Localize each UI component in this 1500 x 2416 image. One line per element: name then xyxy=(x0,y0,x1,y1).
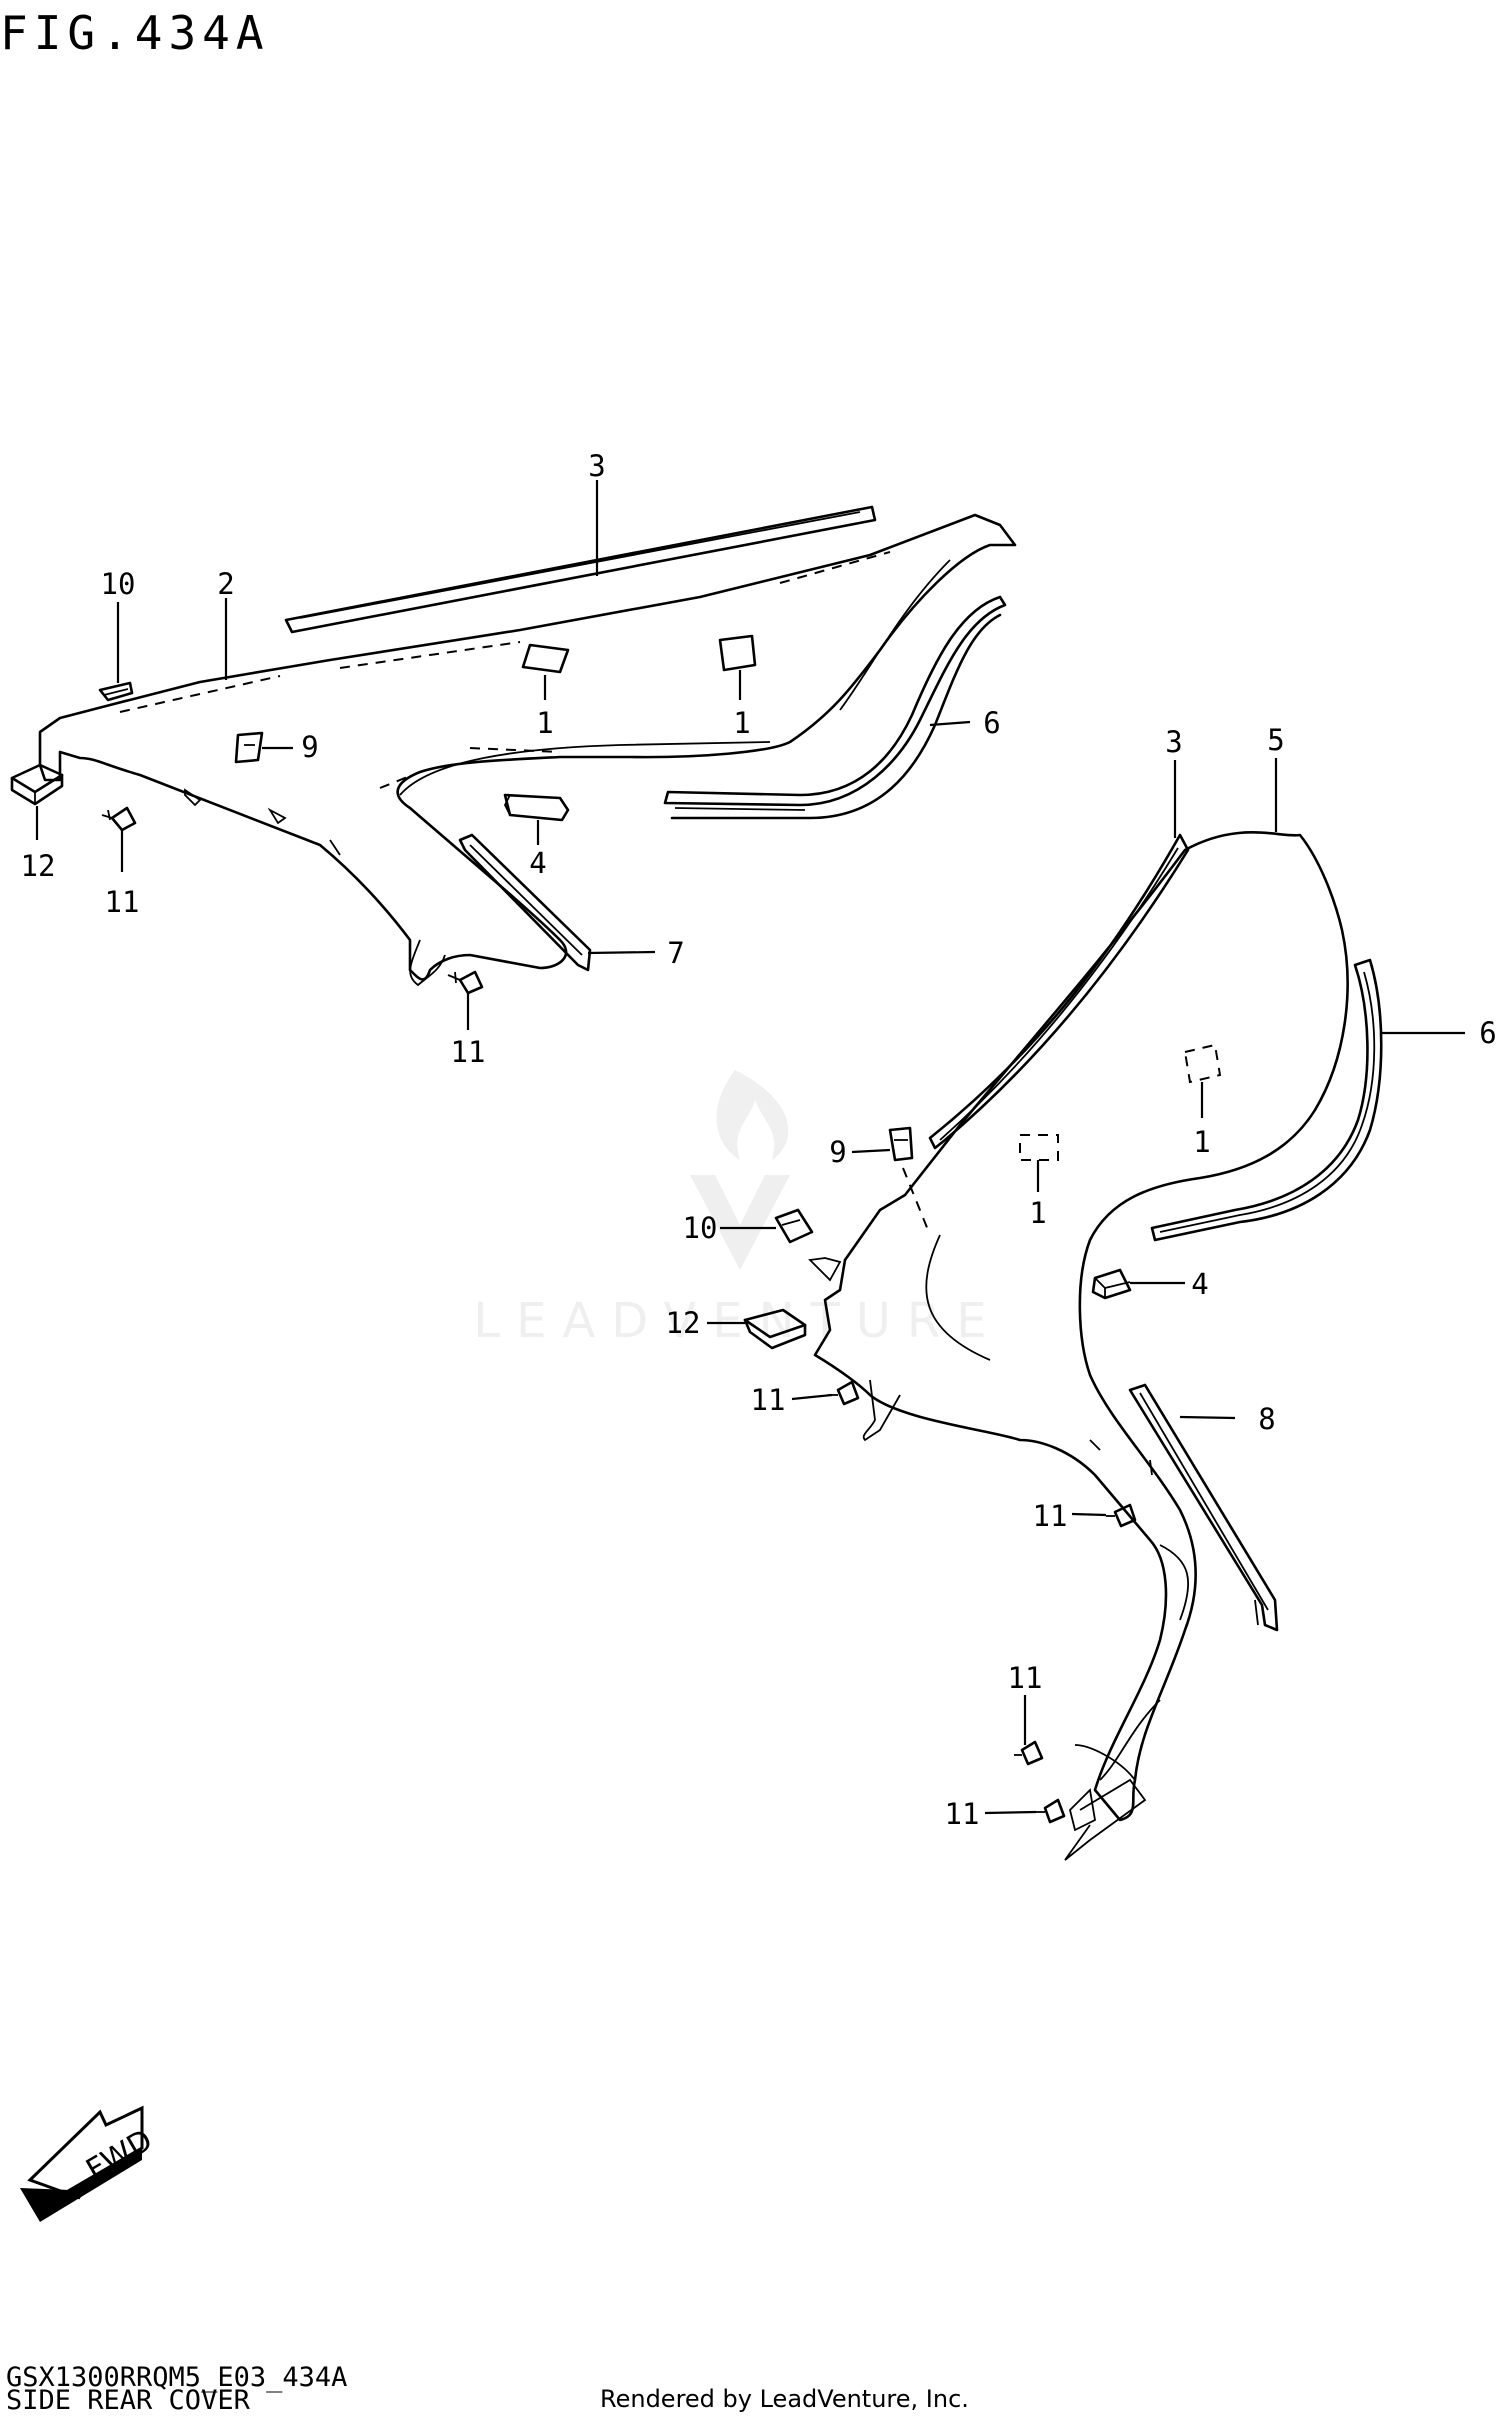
leader-lines-left xyxy=(35,480,971,1030)
trim-strip-7-left xyxy=(458,833,592,972)
callout-7-left: 7 xyxy=(667,936,684,970)
svg-text:LEADVENTURE: LEADVENTURE xyxy=(473,1293,1002,1349)
callout-1a-left: 1 xyxy=(536,706,553,740)
callout-2-left: 2 xyxy=(217,567,234,601)
trim-strip-3-right xyxy=(928,833,1190,1150)
figure-title: FIG.434A xyxy=(0,6,270,60)
callout-1a-right: 1 xyxy=(1193,1125,1210,1159)
nut-10-left xyxy=(98,681,134,702)
callout-4-right: 4 xyxy=(1191,1267,1208,1301)
callout-3-left: 3 xyxy=(588,449,605,483)
callout-6-right: 6 xyxy=(1479,1016,1496,1050)
rubber-block-4-right xyxy=(1091,1268,1132,1300)
callout-4-left: 4 xyxy=(529,846,546,880)
pad-1-left-b xyxy=(718,634,757,672)
rubber-block-4-left xyxy=(503,793,570,822)
callout-9-left: 9 xyxy=(301,730,318,764)
callout-6-left: 6 xyxy=(983,706,1000,740)
screw-11-right-b xyxy=(1106,1503,1137,1528)
callout-8-right: 8 xyxy=(1258,1402,1275,1436)
clip-9-right xyxy=(888,1126,914,1162)
callout-11c-right: 11 xyxy=(1008,1661,1043,1695)
callout-10-left: 10 xyxy=(101,567,136,601)
screw-11-left-b xyxy=(447,970,484,995)
callout-11d-right: 11 xyxy=(945,1797,980,1831)
pad-1-right-b xyxy=(1019,1134,1059,1161)
callout-12-left: 12 xyxy=(21,849,56,883)
clip-9-left xyxy=(234,731,264,764)
callout-1b-left: 1 xyxy=(733,706,750,740)
callout-5-right: 5 xyxy=(1267,723,1284,757)
nut-10-right xyxy=(774,1208,814,1244)
callout-11b-left: 11 xyxy=(451,1035,486,1069)
trim-strip-3-left xyxy=(284,505,877,634)
callout-9-right: 9 xyxy=(829,1135,846,1169)
screw-11-right-c xyxy=(1014,1740,1044,1766)
screw-11-left-a xyxy=(101,806,137,832)
pad-12-left xyxy=(10,763,64,794)
leadventure-watermark: LEADVENTURE xyxy=(473,1070,1002,1349)
molding-6-right xyxy=(1150,958,1383,1242)
screw-11-right-a xyxy=(828,1380,860,1406)
pad-1-right-a xyxy=(1183,1043,1222,1084)
screw-11-right-d xyxy=(1036,1798,1066,1824)
callout-12-right: 12 xyxy=(666,1306,701,1340)
leader-lines-right xyxy=(707,758,1465,1815)
callout-11a-left: 11 xyxy=(105,885,140,919)
molding-6-left xyxy=(663,595,1007,807)
callout-11b-right: 11 xyxy=(1033,1499,1068,1533)
callout-11a-right: 11 xyxy=(751,1383,786,1417)
side-cover-5-right xyxy=(813,831,1349,1822)
callout-3-right: 3 xyxy=(1165,725,1182,759)
part-name: SIDE REAR COVER xyxy=(6,2385,250,2416)
part-code: GSX1300RRQM5_E03_434A xyxy=(6,2362,348,2393)
side-cover-2-left xyxy=(38,513,1017,981)
pad-1-left-a xyxy=(521,643,570,674)
fwd-direction-badge: FWD xyxy=(20,2105,158,2222)
callout-1b-right: 1 xyxy=(1029,1196,1046,1230)
rendered-by-credit: Rendered by LeadVenture, Inc. xyxy=(600,2385,969,2413)
callout-10-right: 10 xyxy=(683,1211,718,1245)
trim-strip-8-right xyxy=(1128,1383,1279,1632)
